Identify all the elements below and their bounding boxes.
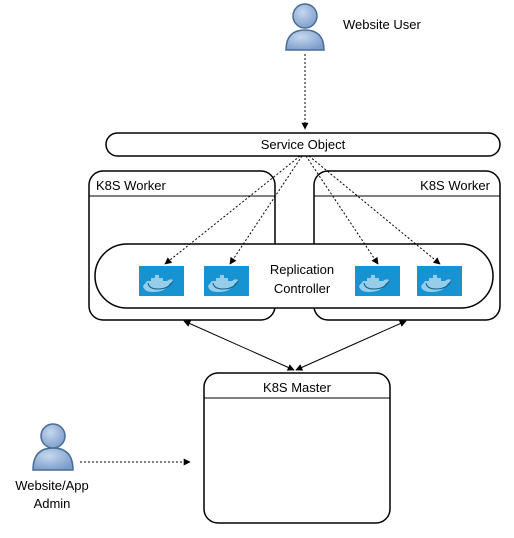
k8s-worker-left-label: K8S Worker [96, 178, 166, 193]
k8s-worker-right-label: K8S Worker [420, 178, 490, 193]
replication-controller-label-line1: Replication [269, 262, 335, 277]
service-object-label: Service Object [260, 137, 346, 152]
admin-label-line2: Admin [33, 496, 71, 511]
docker-icon [204, 266, 249, 296]
k8s-master-label: K8S Master [263, 380, 331, 395]
worker-left-master-arrow [183, 320, 295, 371]
service-to-container-arrows [164, 155, 441, 265]
admin-user-icon [32, 423, 74, 471]
k8s-master-box [203, 372, 391, 524]
worker-right-master-arrow [295, 320, 407, 371]
website-user-icon [285, 3, 325, 51]
replication-controller-label-line2: Controller [273, 281, 331, 296]
docker-icon [139, 266, 184, 296]
docker-icon [355, 266, 400, 296]
website-user-label: Website User [343, 17, 421, 32]
admin-label-line1: Website/App [15, 478, 89, 493]
service-object-box [105, 132, 501, 157]
docker-icon [417, 266, 462, 296]
